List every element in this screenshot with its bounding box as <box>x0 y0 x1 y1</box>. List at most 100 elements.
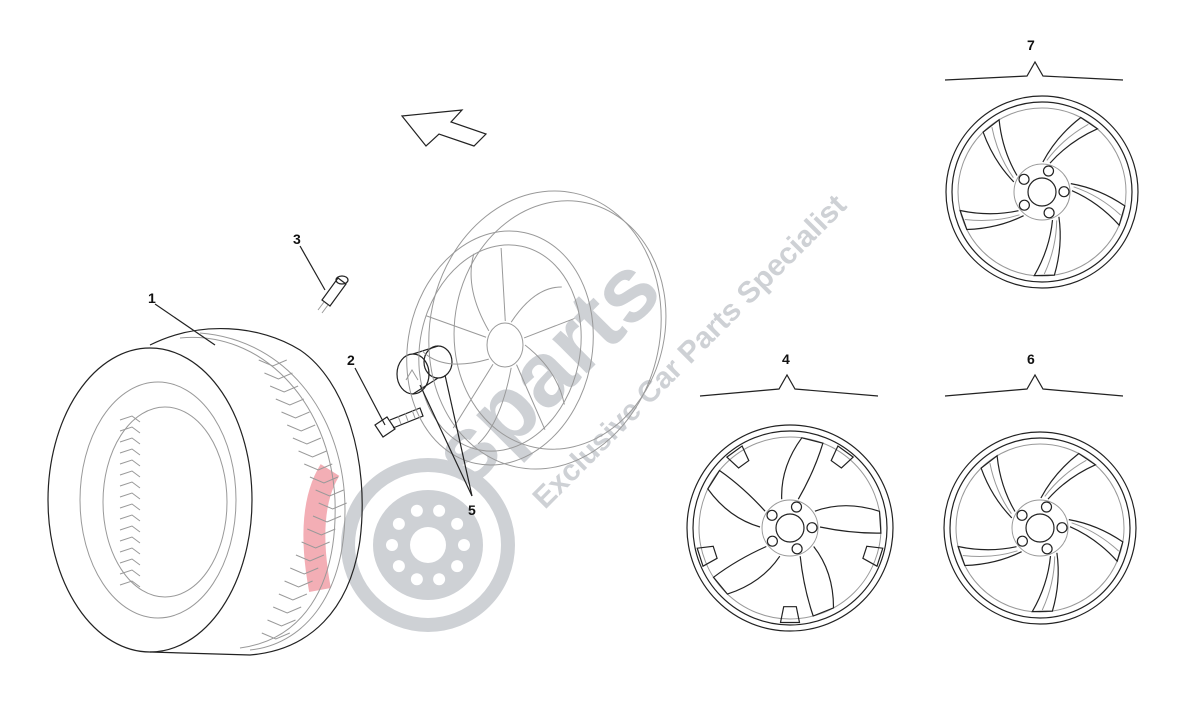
rim-pocket <box>862 545 884 568</box>
lug-hole <box>766 509 778 521</box>
lug-hole <box>1042 165 1055 177</box>
spoke <box>799 546 835 617</box>
spoke <box>959 209 1024 231</box>
tread-mark <box>264 372 293 380</box>
tire <box>47 327 363 656</box>
spoke-window <box>421 350 489 365</box>
hub <box>761 499 819 557</box>
rim-inner <box>692 430 888 626</box>
rim-inner <box>949 437 1131 619</box>
spoke-groove <box>991 127 1014 178</box>
hub-bore <box>1027 177 1057 207</box>
spoke-groove <box>962 550 1018 558</box>
spoke-groove <box>1046 123 1089 161</box>
callout-1[interactable]: 1 <box>148 290 156 306</box>
lug-hole <box>790 501 803 513</box>
tread-mark <box>295 554 325 562</box>
spoke <box>980 454 1016 519</box>
tread-mark <box>119 492 141 500</box>
disc-hole <box>433 504 446 517</box>
tread-mark <box>119 459 141 467</box>
disc-hole <box>392 560 405 573</box>
tread-mark <box>284 580 313 588</box>
rim-pocket <box>830 445 855 469</box>
arrow-up-left-icon <box>400 109 488 147</box>
lug-hole <box>1018 199 1030 211</box>
spoke-groove <box>1044 459 1087 497</box>
tread-mark <box>119 547 141 555</box>
spoke <box>707 469 766 528</box>
spoke <box>1068 519 1124 563</box>
lug-hole <box>791 543 803 555</box>
rim-pocket <box>779 606 801 624</box>
tread-mark <box>119 470 141 478</box>
spoke <box>982 118 1018 183</box>
hub <box>1011 499 1069 557</box>
tread-mark <box>119 536 141 544</box>
tread-mark <box>307 528 336 536</box>
spoke-groove <box>964 214 1020 222</box>
tread-mark <box>261 632 291 640</box>
callout-5[interactable]: 5 <box>468 502 476 518</box>
tread-mark <box>119 525 141 533</box>
callout-6[interactable]: 6 <box>1027 351 1035 367</box>
tread-mark <box>119 448 141 456</box>
lug-hole <box>1018 173 1030 185</box>
spoke <box>1031 552 1059 613</box>
tread-mark <box>119 514 141 522</box>
disc-hole <box>410 504 423 517</box>
tread-mark <box>272 606 302 614</box>
spoke <box>814 505 882 534</box>
spoke <box>500 247 506 322</box>
tread-mark <box>278 593 308 601</box>
leader-lines <box>154 60 1124 497</box>
valve <box>317 275 349 314</box>
spoke-groove <box>1073 186 1122 216</box>
wheel-option-6[interactable] <box>943 431 1137 625</box>
hub <box>1013 163 1071 221</box>
disc-hole <box>410 573 423 586</box>
tread-mark <box>301 541 330 549</box>
tread-mark <box>269 385 299 393</box>
lug-hole <box>1056 522 1068 534</box>
callout-7[interactable]: 7 <box>1027 37 1035 53</box>
callout-3[interactable]: 3 <box>293 231 301 247</box>
rim-outer <box>945 95 1139 289</box>
rim-inner <box>951 101 1133 283</box>
lug-hole <box>1040 501 1053 513</box>
spoke <box>1033 216 1061 277</box>
lug-hole <box>1043 207 1055 219</box>
tread-mark <box>119 503 141 511</box>
spoke-window <box>470 253 490 332</box>
spoke-window <box>477 367 512 445</box>
lug-hole <box>1041 543 1053 555</box>
spoke <box>957 545 1022 567</box>
spoke <box>1040 452 1097 500</box>
disc-hole <box>451 517 464 530</box>
spoke <box>781 437 824 500</box>
disc-hole <box>386 539 398 551</box>
tread-mark <box>312 515 342 523</box>
hub-bore <box>775 513 805 543</box>
wheel-option-7[interactable] <box>945 95 1139 289</box>
hub-bore <box>1025 513 1055 543</box>
spoke <box>425 315 487 338</box>
tread-mark <box>309 476 339 484</box>
tread-mark <box>290 567 319 575</box>
tread-mark <box>315 489 344 497</box>
spoke <box>516 364 546 430</box>
spoke <box>452 363 494 429</box>
rim-outer <box>686 424 894 632</box>
spoke-window <box>524 344 565 405</box>
wheel-option-4[interactable] <box>686 424 894 632</box>
wheel-bolt <box>374 407 424 438</box>
spoke-groove <box>1043 220 1058 275</box>
tread-mark <box>267 619 296 627</box>
tread-mark <box>119 569 141 577</box>
callout-2[interactable]: 2 <box>347 352 355 368</box>
tread-mark <box>119 558 141 566</box>
callout-4[interactable]: 4 <box>782 351 790 367</box>
tread-mark <box>119 580 141 588</box>
disc-hole <box>433 573 446 586</box>
